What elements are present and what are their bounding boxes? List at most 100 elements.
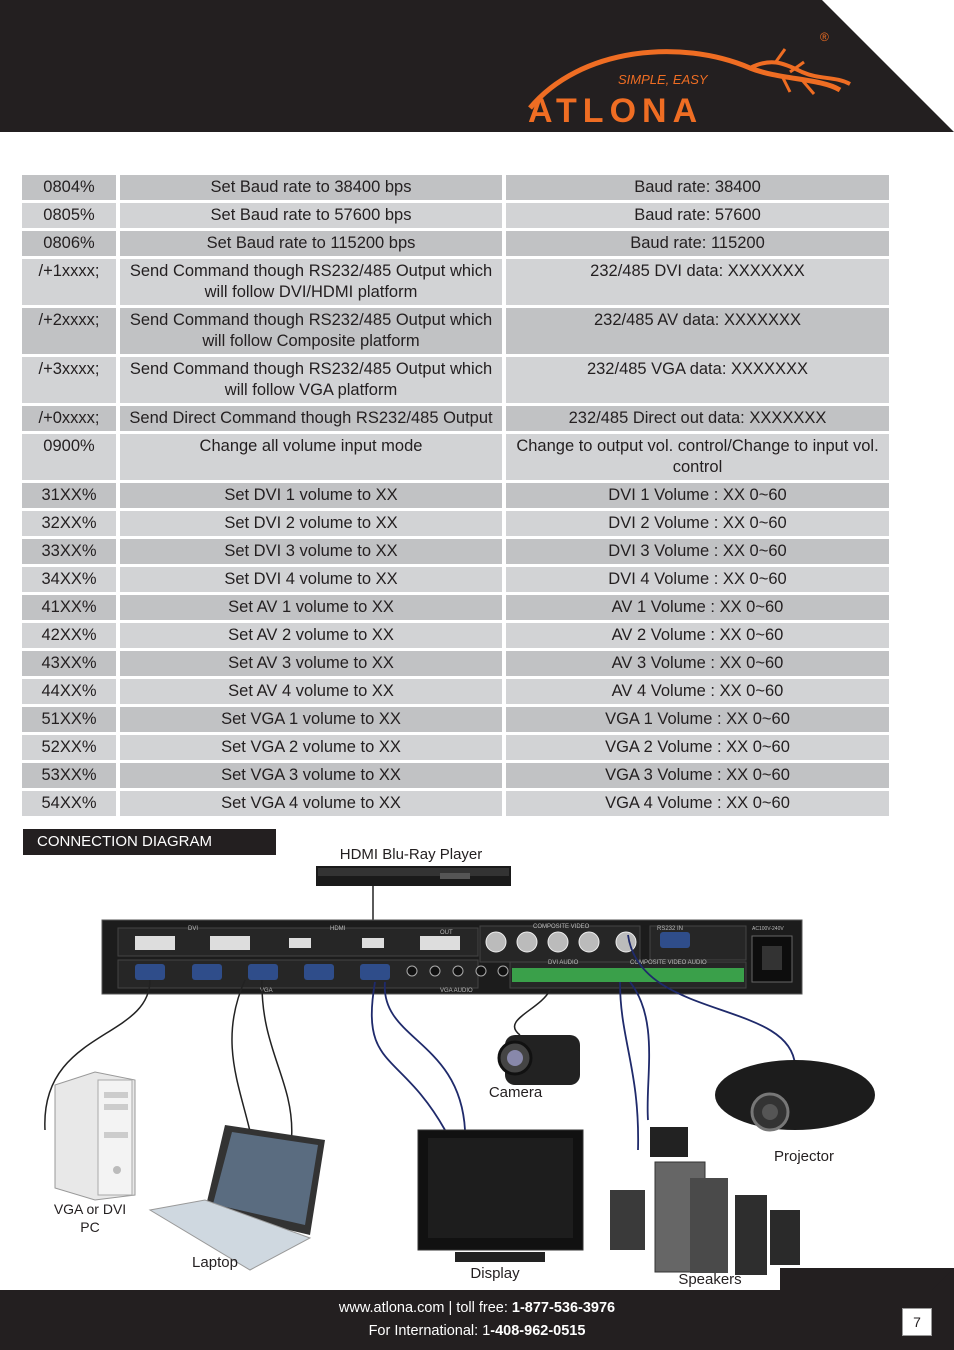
command-feedback-cell: Baud rate: 115200 [506,231,889,256]
command-function-cell: Set Baud rate to 57600 bps [120,203,506,228]
command-feedback-cell: VGA 4 Volume : XX 0~60 [506,791,889,816]
dvi-input-connectors [135,936,460,950]
label-pc: VGA or DVI PC [53,1201,127,1235]
laptop-icon [148,1125,325,1271]
command-code-cell: /+1xxxx; [22,259,120,305]
label-camera: Camera [488,1084,543,1101]
registered-mark: ® [820,30,829,44]
pc-tower-icon [54,1071,136,1201]
command-code-cell: /+0xxxx; [22,406,120,431]
connection-diagram: DVI HDMI VGA OUT COMPOSITE VIDEO RS232 I… [0,840,954,1290]
command-feedback-cell: 232/485 Direct out data: XXXXXXX [506,406,889,431]
atlona-salamander-logo [528,48,851,110]
command-code-cell: 52XX% [22,735,120,760]
command-feedback-cell: Baud rate: 38400 [506,175,889,200]
command-feedback-cell: AV 2 Volume : XX 0~60 [506,623,889,648]
footer-international-label: For International: 1 [368,1323,491,1339]
table-row: /+1xxxx;Send Command though RS232/485 Ou… [22,259,889,305]
command-code-cell: 32XX% [22,511,120,536]
command-function-cell: Set DVI 3 volume to XX [120,539,506,564]
command-function-cell: Set DVI 4 volume to XX [120,567,506,592]
vga-connectors [135,964,390,980]
command-feedback-cell: VGA 3 Volume : XX 0~60 [506,763,889,788]
hdmi-input-connectors [289,938,384,948]
panel-label-rs232: RS232 IN [657,926,683,932]
panel-label-composite-video: COMPOSITE VIDEO [533,924,590,930]
table-row: /+0xxxx;Send Direct Command though RS232… [22,406,889,431]
command-code-cell: 0806% [22,231,120,256]
command-code-cell: 41XX% [22,595,120,620]
display-icon [417,1129,584,1262]
footer-tab [780,1268,954,1290]
command-code-cell: 54XX% [22,791,120,816]
table-row: /+3xxxx;Send Command though RS232/485 Ou… [22,357,889,403]
panel-label-out: OUT [440,930,453,936]
bluray-player-icon [316,866,511,886]
command-function-cell: Set Baud rate to 115200 bps [120,231,506,256]
command-feedback-cell: AV 1 Volume : XX 0~60 [506,595,889,620]
command-function-cell: Set DVI 2 volume to XX [120,511,506,536]
rs232-port [660,932,690,948]
command-function-cell: Send Command though RS232/485 Output whi… [120,259,506,305]
command-code-cell: 0804% [22,175,120,200]
command-code-cell: 43XX% [22,651,120,676]
panel-label-dvi-audio: DVI AUDIO [548,960,579,966]
command-function-cell: Send Command though RS232/485 Output whi… [120,308,506,354]
panel-label-composite-audio: COMPOSITE VIDEO AUDIO [630,960,707,966]
label-projector: Projector [773,1148,835,1165]
panel-label-vga-audio: VGA AUDIO [440,988,473,994]
command-feedback-cell: 232/485 DVI data: XXXXXXX [506,259,889,305]
command-feedback-cell: Change to output vol. control/Change to … [506,434,889,480]
footer-international-line: For International: 1-408-962-0515 [0,1323,954,1339]
panel-label-hdmi: HDMI [330,926,346,932]
command-feedback-cell: Baud rate: 57600 [506,203,889,228]
vga-audio-jacks [406,965,509,977]
command-code-cell: 33XX% [22,539,120,564]
header-corner-cut [822,0,954,132]
projector-icon [715,1060,875,1132]
command-code-cell: 0805% [22,203,120,228]
footer-contact-line: www.atlona.com | toll free: 1-877-536-39… [0,1300,954,1316]
command-function-cell: Set VGA 1 volume to XX [120,707,506,732]
command-code-cell: 34XX% [22,567,120,592]
page-header: ® SIMPLE, EASY ATLONA [0,0,954,132]
audio-terminal-block [512,968,744,982]
command-feedback-cell: VGA 2 Volume : XX 0~60 [506,735,889,760]
command-code-cell: 44XX% [22,679,120,704]
connection-diagram-drawing: DVI HDMI VGA OUT COMPOSITE VIDEO RS232 I… [44,866,875,1275]
command-code-cell: /+3xxxx; [22,357,120,403]
speakers-icon [610,1127,800,1275]
command-function-cell: Set AV 1 volume to XX [120,595,506,620]
command-code-cell: 51XX% [22,707,120,732]
panel-label-dvi: DVI [188,926,198,932]
footer-website[interactable]: www.atlona.com | toll free: [338,1300,512,1316]
brand-wordmark: ATLONA [528,92,704,130]
command-code-cell: /+2xxxx; [22,308,120,354]
label-bluray-player: HDMI Blu-Ray Player [339,846,483,863]
table-row: /+2xxxx;Send Command though RS232/485 Ou… [22,308,889,354]
command-function-cell: Set AV 3 volume to XX [120,651,506,676]
command-function-cell: Change all volume input mode [120,434,506,480]
command-function-cell: Set VGA 3 volume to XX [120,763,506,788]
command-feedback-cell: DVI 4 Volume : XX 0~60 [506,567,889,592]
command-function-cell: Send Command though RS232/485 Output whi… [120,357,506,403]
footer-tollfree-number: 1-877-536-3976 [511,1300,616,1316]
label-speakers: Speakers [678,1271,742,1288]
command-function-cell: Set AV 2 volume to XX [120,623,506,648]
panel-label-power: AC100V-240V [752,926,784,932]
